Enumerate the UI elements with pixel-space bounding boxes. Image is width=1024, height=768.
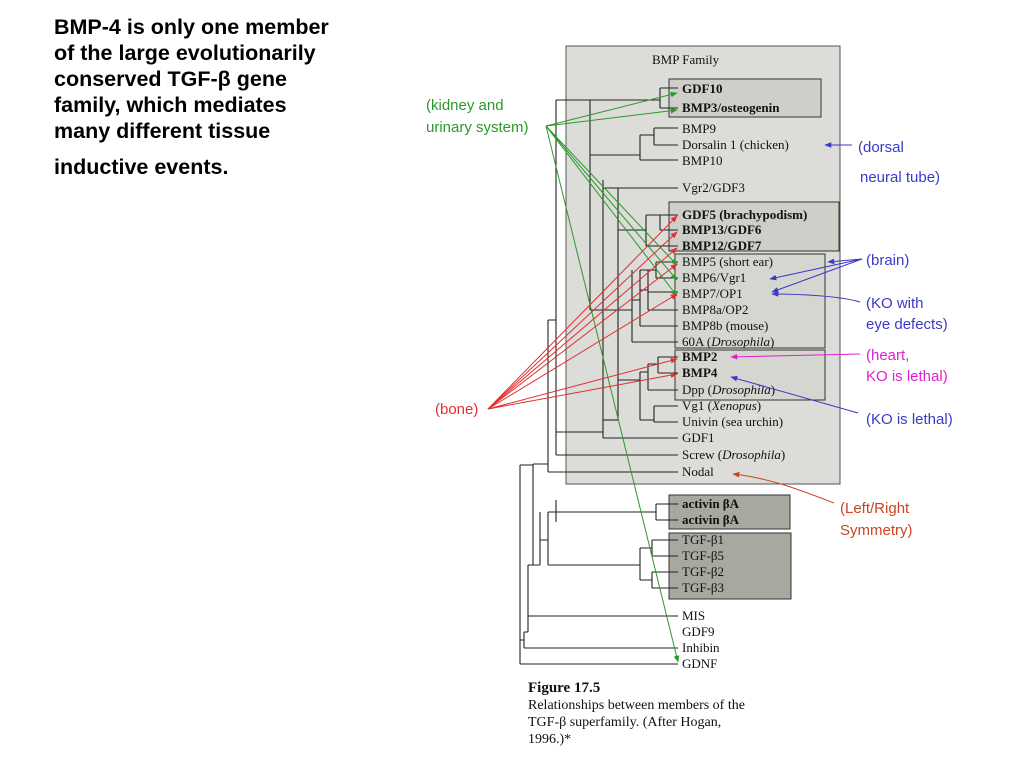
left-right-label: Symmetry) [840,522,913,539]
kidney-label: urinary system) [426,119,529,136]
bone-arrows [487,215,678,410]
taxon-name: 60A [682,334,705,349]
taxon-label: Univin (sea urchin) [682,414,783,429]
taxon-label: TGF-β5 [682,548,724,563]
headline-line: inductive events. [54,155,229,179]
left-right-label: (Left/Right [840,500,910,517]
headline: BMP-4 is only one member of the large ev… [54,14,414,180]
taxon-species: Xenopus [711,398,757,413]
taxon-label: Dorsalin 1 (chicken) [682,137,789,152]
ko-lethal-label: (KO is lethal) [866,411,953,428]
figure-number: Figure 17.5 [528,680,600,696]
taxon-label: 60A (Drosophila) [682,334,774,349]
taxon-label: TGF-β2 [682,564,724,579]
bmp2-group-box [674,349,826,401]
blue-arrows [730,142,863,414]
gdf10-group-box [668,78,822,118]
taxon-label: Screw (Drosophila) [682,447,785,462]
headline-line: conserved TGF-β gene [54,67,287,91]
taxon-species: Drosophila [721,447,781,462]
taxon-label: TGF-β1 [682,532,724,547]
dorsal-label: neural tube) [860,169,940,186]
taxon-label: BMP5 (short ear) [682,254,773,269]
taxon-label: Dpp (Drosophila) [682,382,775,397]
headline-line: many different tissue [54,119,271,143]
heart-arrow [730,353,861,360]
taxon-label: Vg1 (Xenopus) [682,398,761,413]
taxon-label: BMP8b (mouse) [682,318,768,333]
bmp5-group-box [674,253,826,349]
taxon-species: Drosophila [710,334,770,349]
left-right-arrow [732,471,835,504]
taxon-species: Drosophila [711,382,771,397]
box-title: BMP Family [652,52,720,67]
taxon-label: Inhibin [682,640,720,655]
taxon-label: BMP13/GDF6 [682,222,762,237]
taxon-label: GDF5 (brachypodism) [682,207,807,222]
gdf5-group-box [668,201,840,252]
taxon-label: BMP6/Vgr1 [682,270,746,285]
taxon-label: activin βA [682,496,740,511]
taxon-label: BMP12/GDF7 [682,238,762,253]
taxon-label: BMP10 [682,153,722,168]
kidney-arrows [545,91,680,663]
taxon-name: Screw [682,447,715,462]
taxon-name: Dpp [682,382,704,397]
taxon-label: GDF10 [682,81,722,96]
activin-group-box [668,494,791,530]
headline-line: of the large evolutionarily [54,41,316,65]
heart-label: (heart, [866,347,909,364]
ko-eye-label: eye defects) [866,316,948,333]
taxon-label: GDNF [682,656,717,671]
taxon-label: GDF9 [682,624,715,639]
taxon-label: BMP7/OP1 [682,286,743,301]
taxon-label: BMP3/osteogenin [682,100,780,115]
brain-label: (brain) [866,252,909,269]
taxon-label: MIS [682,608,705,623]
taxon-label: Nodal [682,464,714,479]
panels [565,45,841,600]
ko-eye-label: (KO with [866,295,924,312]
taxon-name: Vg1 [682,398,704,413]
headline-line: BMP-4 is only one member [54,15,329,39]
taxon-label: BMP2 [682,349,717,364]
annotations: (kidney and urinary system) (dorsal neur… [426,97,953,539]
dorsal-label: (dorsal [858,139,904,156]
taxon-label: GDF1 [682,430,715,445]
heart-label: KO is lethal) [866,368,948,385]
tree-branches [519,87,678,665]
taxon-label: BMP8a/OP2 [682,302,748,317]
taxon-label: BMP9 [682,121,716,136]
taxon-label: Vgr2/GDF3 [682,180,745,195]
bone-label: (bone) [435,401,478,418]
taxon-label: TGF-β3 [682,580,724,595]
caption-line: 1996.)* [528,732,571,747]
caption-line: TGF-β superfamily. (After Hogan, [528,715,721,730]
taxon-labels: BMP Family GDF10 BMP3/osteogenin BMP9 Do… [652,52,807,671]
taxon-label: activin βA [682,512,740,527]
taxon-label: BMP4 [682,365,718,380]
headline-line: family, which mediates [54,93,287,117]
tgfb-group-box [668,532,792,600]
caption-line: Relationships between members of the [528,698,745,713]
figure-caption: Figure 17.5 Relationships between member… [528,680,745,747]
kidney-label: (kidney and [426,97,504,114]
